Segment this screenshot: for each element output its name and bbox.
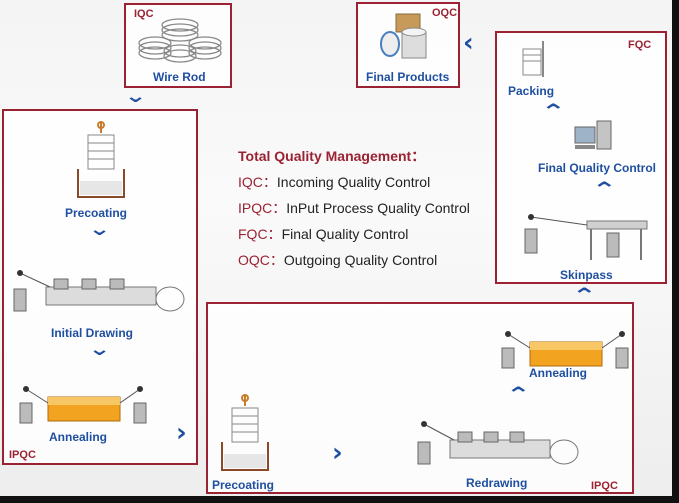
redrawing-machine-icon — [417, 421, 579, 465]
chevron-down-icon: ⌄ — [88, 339, 111, 360]
chevron-right-icon: › — [176, 418, 187, 448]
final-products-box: OQC Final Products — [356, 2, 460, 88]
legend-title: Total Quality Management： — [238, 148, 426, 164]
packing-machine-icon — [522, 41, 544, 77]
chevron-down-icon: ⌄ — [124, 86, 147, 107]
ipqc-left-box: Precoating ⌄ Initial Drawing ⌄ Annealing… — [2, 109, 198, 465]
oqc-tag: OQC — [432, 7, 458, 19]
tqm-legend: Total Quality Management： IQC：Incoming Q… — [238, 146, 470, 276]
final-quality-control-label: Final Quality Control — [538, 161, 657, 175]
annealing-label: Annealing — [529, 366, 588, 380]
screen-edge — [0, 496, 679, 503]
annealing-furnace-icon — [501, 331, 629, 369]
fqc-box: FQC Packing ⌃ Final Quality Control ⌃ Sk… — [495, 31, 667, 284]
redrawing-label: Redrawing — [466, 476, 528, 490]
final-products-label: Final Products — [366, 70, 450, 84]
initial-drawing-label: Initial Drawing — [51, 326, 134, 340]
ipqc-tag: IPQC — [9, 449, 36, 461]
chevron-left-icon: ‹ — [463, 28, 474, 58]
spool-box-icon — [380, 13, 427, 59]
chevron-right-icon: › — [332, 438, 343, 468]
packing-label: Packing — [508, 84, 555, 98]
computer-icon — [574, 120, 612, 150]
skinpass-machine-icon — [524, 214, 648, 260]
chevron-up-icon: ⌃ — [505, 382, 531, 406]
wire-rod-label: Wire Rod — [153, 70, 206, 84]
wire-rod-coils-icon — [138, 18, 222, 63]
chevron-up-icon: ⌃ — [591, 177, 617, 201]
drawing-machine-icon — [13, 270, 185, 312]
precoating-tank-icon — [77, 121, 125, 198]
legend-row: IQC：Incoming Quality Control — [238, 174, 431, 190]
annealing-label: Annealing — [49, 430, 108, 444]
ipqc-bottom-box: Precoating › Redrawing ⌃ Annealing IPQC — [206, 302, 634, 494]
skinpass-label: Skinpass — [560, 268, 613, 282]
precoating-tank-icon — [221, 394, 269, 471]
ipqc-tag: IPQC — [591, 480, 618, 492]
screen-edge — [672, 0, 679, 503]
precoating-label: Precoating — [65, 206, 128, 220]
legend-row: IPQC：InPut Process Quality Control — [238, 200, 470, 216]
chevron-down-icon: ⌄ — [88, 219, 111, 240]
annealing-furnace-icon — [19, 386, 147, 424]
legend-row: OQC：Outgoing Quality Control — [238, 252, 438, 268]
chevron-up-icon: ⌃ — [540, 99, 566, 123]
wire-rod-box: IQC Wire Rod — [124, 3, 232, 88]
precoating-label: Precoating — [212, 478, 275, 492]
chevron-up-icon: ⌃ — [571, 283, 597, 307]
fqc-tag: FQC — [628, 39, 652, 51]
legend-row: FQC：Final Quality Control — [238, 226, 409, 242]
iqc-tag: IQC — [134, 8, 154, 20]
